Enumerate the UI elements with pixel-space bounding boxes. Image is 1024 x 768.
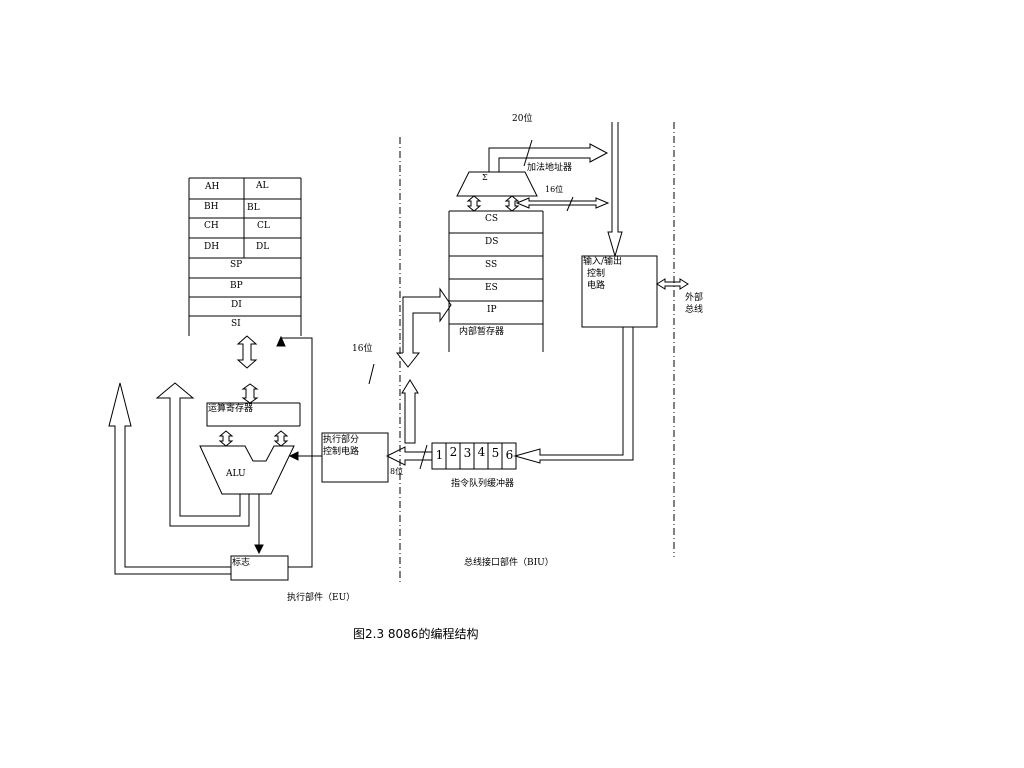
io-line1: 输入/输出 [583, 257, 623, 267]
ext-bus-line1: 外部 [685, 293, 704, 303]
width-20bit: 20位 [512, 114, 533, 124]
bus16-top-arrow [515, 197, 610, 209]
queue-cell-2: 2 [449, 445, 458, 459]
queue-cell-3: 3 [463, 446, 472, 460]
reg-sp: SP [230, 260, 243, 270]
bus16-left-tick [368, 363, 375, 385]
io-control-box [581, 255, 658, 328]
reg-bl: BL [247, 203, 260, 213]
eu-control-line1: 执行部分 [323, 435, 360, 445]
addr20-tick [523, 139, 533, 167]
temp-to-alu-arrow-1 [218, 430, 234, 447]
reg-table-bus-arrow [236, 335, 258, 369]
flags-box [230, 555, 289, 581]
temp-reg-label: 运算寄存器 [208, 404, 254, 414]
width-8bit: 8位 [390, 467, 404, 476]
reg-dh: DH [204, 242, 220, 252]
queue-cell-5: 5 [491, 446, 500, 460]
external-bus-arrow [656, 278, 689, 290]
io-line3: 电路 [587, 281, 606, 291]
seg-ss: SS [485, 260, 498, 270]
eu-section-label: 执行部件（EU） [287, 593, 356, 603]
biu-section-label: 总线接口部件（BIU） [464, 558, 554, 568]
general-register-table [188, 177, 302, 336]
bus-to-temp-arrow [241, 383, 259, 404]
internal-temp-label: 内部暂存器 [459, 327, 505, 337]
seg-ds: DS [485, 237, 499, 247]
adder-seg-connectors [466, 195, 520, 212]
addr20-arrow [488, 143, 609, 172]
flags-label: 标志 [232, 558, 251, 568]
bus8-tick [419, 444, 428, 470]
io-line2: 控制 [587, 269, 606, 279]
control-to-alu-head [288, 451, 299, 461]
io-to-queue-arrow [513, 327, 634, 464]
bus16-top-tick [566, 196, 574, 212]
adder-sigma: Σ [482, 173, 488, 182]
alu-feedback-arrow [155, 382, 250, 527]
alu-to-flags-head [254, 544, 264, 555]
queue-label: 指令队列缓冲器 [451, 479, 515, 489]
alu-label: ALU [226, 469, 246, 479]
temp-to-alu-arrow-2 [273, 430, 289, 447]
flags-to-si-head [276, 335, 286, 347]
reg-di: DI [231, 300, 242, 310]
figure-caption: 图2.3 8086的编程结构 [353, 627, 479, 641]
eu-control-box [321, 432, 389, 483]
width-16bit-top: 16位 [545, 185, 564, 194]
queue-cell-1: 1 [435, 448, 444, 462]
reg-bp: BP [230, 281, 243, 291]
adder-label: 加法地址器 [527, 163, 573, 173]
internal-bus-up-arrow [401, 379, 419, 444]
reg-ch: CH [204, 221, 219, 231]
address-adder [456, 171, 538, 197]
queue-to-eu-arrow [385, 446, 433, 466]
eu-control-line2: 控制电路 [323, 447, 360, 457]
ext-bus-line2: 总线 [685, 305, 704, 315]
queue-cell-4: 4 [477, 445, 486, 459]
internal-bus-arrow [395, 287, 452, 368]
reg-ah: AH [205, 182, 220, 192]
width-16bit-left: 16位 [352, 344, 373, 354]
reg-dl: DL [256, 242, 270, 252]
reg-cl: CL [257, 221, 270, 231]
ext-addr-down-arrow [607, 122, 623, 258]
alu-shape [199, 445, 295, 495]
queue-cell-6: 6 [505, 448, 514, 462]
seg-ip: IP [487, 305, 497, 315]
seg-cs: CS [485, 214, 499, 224]
reg-bh: BH [204, 202, 219, 212]
seg-es: ES [485, 283, 498, 293]
reg-si: SI [231, 319, 241, 329]
reg-al: AL [256, 181, 269, 191]
segment-register-table [448, 210, 544, 352]
flags-feedback-arrow [108, 382, 231, 575]
